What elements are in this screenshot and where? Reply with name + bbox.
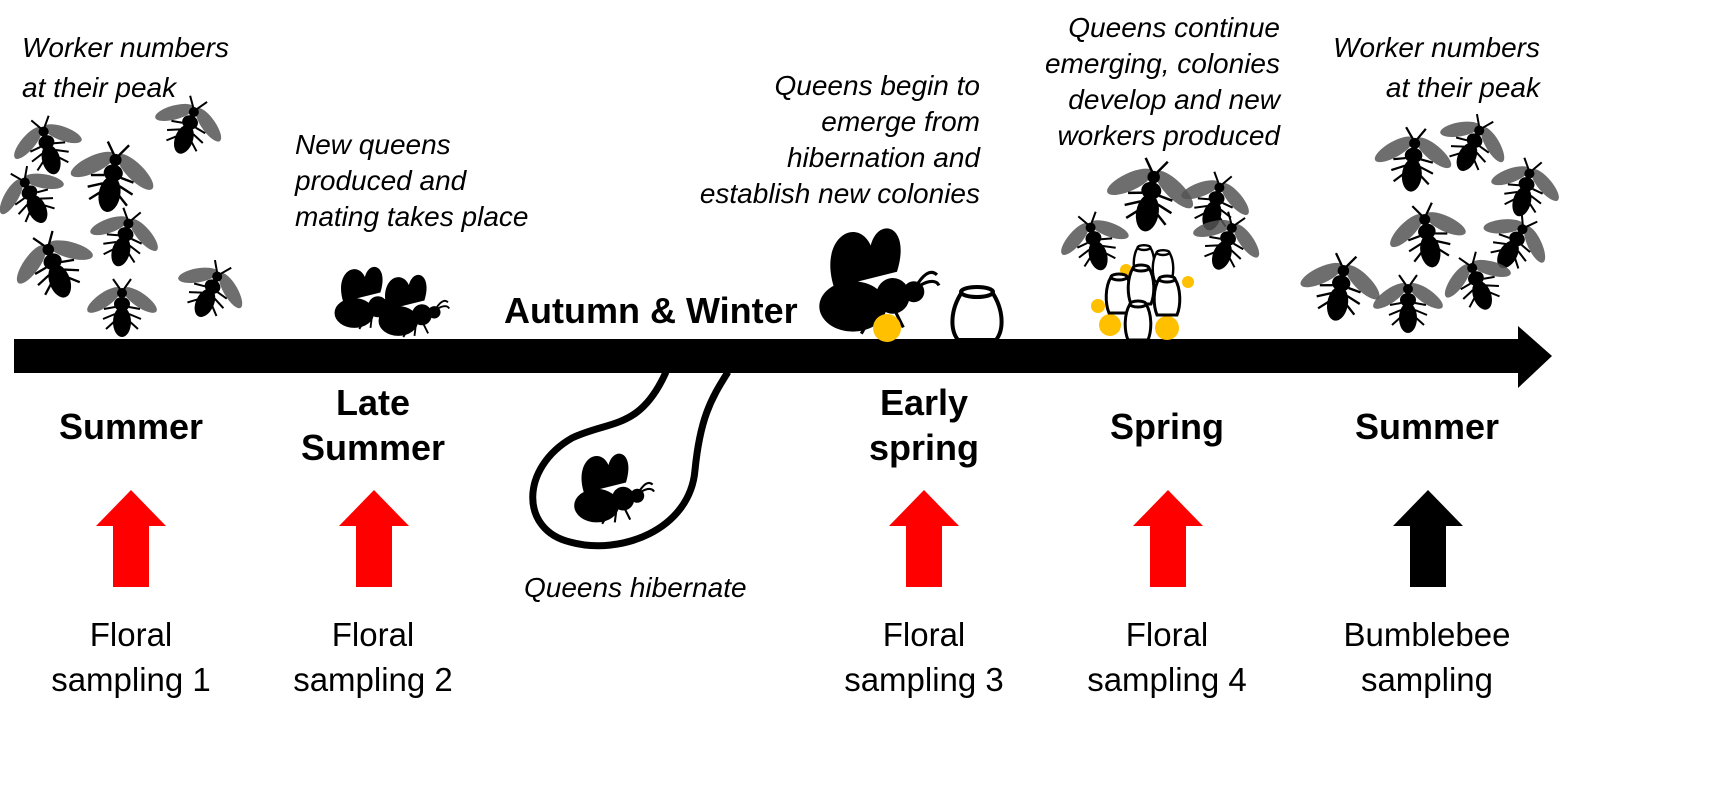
timeline-arrowhead bbox=[1518, 326, 1552, 388]
worker-bee-icon bbox=[0, 84, 259, 338]
up-arrow-icon bbox=[1133, 490, 1203, 587]
sampling-line: Floral bbox=[331, 616, 415, 653]
season-late-summer: Late Summer bbox=[273, 380, 473, 470]
autumn-winter-label: Autumn & Winter bbox=[504, 290, 798, 331]
wax-pot-icon bbox=[950, 285, 1004, 342]
season-line: Summer bbox=[300, 427, 446, 468]
sampling-line: Floral bbox=[1125, 616, 1209, 653]
pollen-icon bbox=[873, 314, 901, 342]
annotation-line: emerge from bbox=[821, 106, 980, 137]
sampling-line: Bumblebee bbox=[1343, 616, 1511, 653]
sampling-line: Floral bbox=[882, 616, 966, 653]
up-arrow-icon bbox=[96, 490, 166, 587]
season-line: Spring bbox=[1110, 406, 1224, 447]
season-line: Early bbox=[879, 382, 969, 423]
season-line: Late bbox=[335, 382, 411, 423]
worker-bee-icon bbox=[1289, 100, 1572, 334]
annotation-worker-peak-left: Worker numbers at their peak bbox=[22, 28, 229, 108]
annotation-line: Queens begin to bbox=[774, 70, 981, 101]
season-line: Summer bbox=[1354, 406, 1500, 447]
sampling-line: sampling 2 bbox=[293, 661, 453, 698]
annotation-line: Queens continue bbox=[1068, 12, 1280, 43]
annotation-line: produced and bbox=[295, 165, 467, 196]
annotation-line: New queens bbox=[295, 129, 451, 160]
sampling-label-3: Floral sampling 3 bbox=[814, 612, 1034, 702]
up-arrow-icon bbox=[1393, 490, 1463, 587]
sampling-line: sampling bbox=[1360, 661, 1494, 698]
annotation-line: at their peak bbox=[22, 72, 177, 103]
sampling-label-4: Floral sampling 4 bbox=[1057, 612, 1277, 702]
annotation-line: workers produced bbox=[1057, 120, 1280, 151]
season-summer: Summer bbox=[31, 402, 231, 452]
up-arrow-icon bbox=[339, 490, 409, 587]
sampling-line: sampling 1 bbox=[51, 661, 211, 698]
season-summer-2: Summer bbox=[1327, 402, 1527, 452]
annotation-line: mating takes place bbox=[295, 201, 529, 232]
up-arrow-icon bbox=[889, 490, 959, 587]
annotation-line: develop and new bbox=[1068, 84, 1280, 115]
sampling-label-bumblebee: Bumblebee sampling bbox=[1317, 612, 1537, 702]
annotation-line: establish new colonies bbox=[699, 178, 980, 209]
annotation-queens-emerge: Queens begin to emerge from hibernation … bbox=[700, 68, 980, 212]
hibernation-burrow bbox=[529, 370, 731, 550]
annotation-new-queens: New queens produced and mating takes pla… bbox=[295, 127, 528, 235]
season-spring: Spring bbox=[1067, 402, 1267, 452]
mating-queens-icon bbox=[333, 265, 451, 339]
sampling-line: sampling 3 bbox=[844, 661, 1004, 698]
sampling-line: Floral bbox=[89, 616, 173, 653]
sampling-line: sampling 4 bbox=[1087, 661, 1247, 698]
season-early-spring: Early spring bbox=[824, 380, 1024, 470]
annotation-hibernate: Queens hibernate bbox=[524, 572, 747, 603]
annotation-line: Worker numbers bbox=[1333, 32, 1540, 63]
annotation-line: at their peak bbox=[1385, 72, 1540, 103]
sampling-label-1: Floral sampling 1 bbox=[21, 612, 241, 702]
season-line: spring bbox=[868, 427, 979, 468]
annotation-queens-continue: Queens continue emerging, colonies devel… bbox=[1045, 10, 1280, 154]
hibernating-queen-icon bbox=[573, 452, 656, 525]
sampling-label-2: Floral sampling 2 bbox=[263, 612, 483, 702]
annotation-line: hibernation and bbox=[786, 142, 980, 173]
annotation-line: emerging, colonies bbox=[1044, 48, 1280, 79]
annotation-worker-peak-right: Worker numbers at their peak bbox=[1333, 28, 1540, 108]
annotation-line: Worker numbers bbox=[22, 32, 229, 63]
timeline-bar bbox=[14, 339, 1524, 373]
season-line: Summer bbox=[58, 406, 204, 447]
